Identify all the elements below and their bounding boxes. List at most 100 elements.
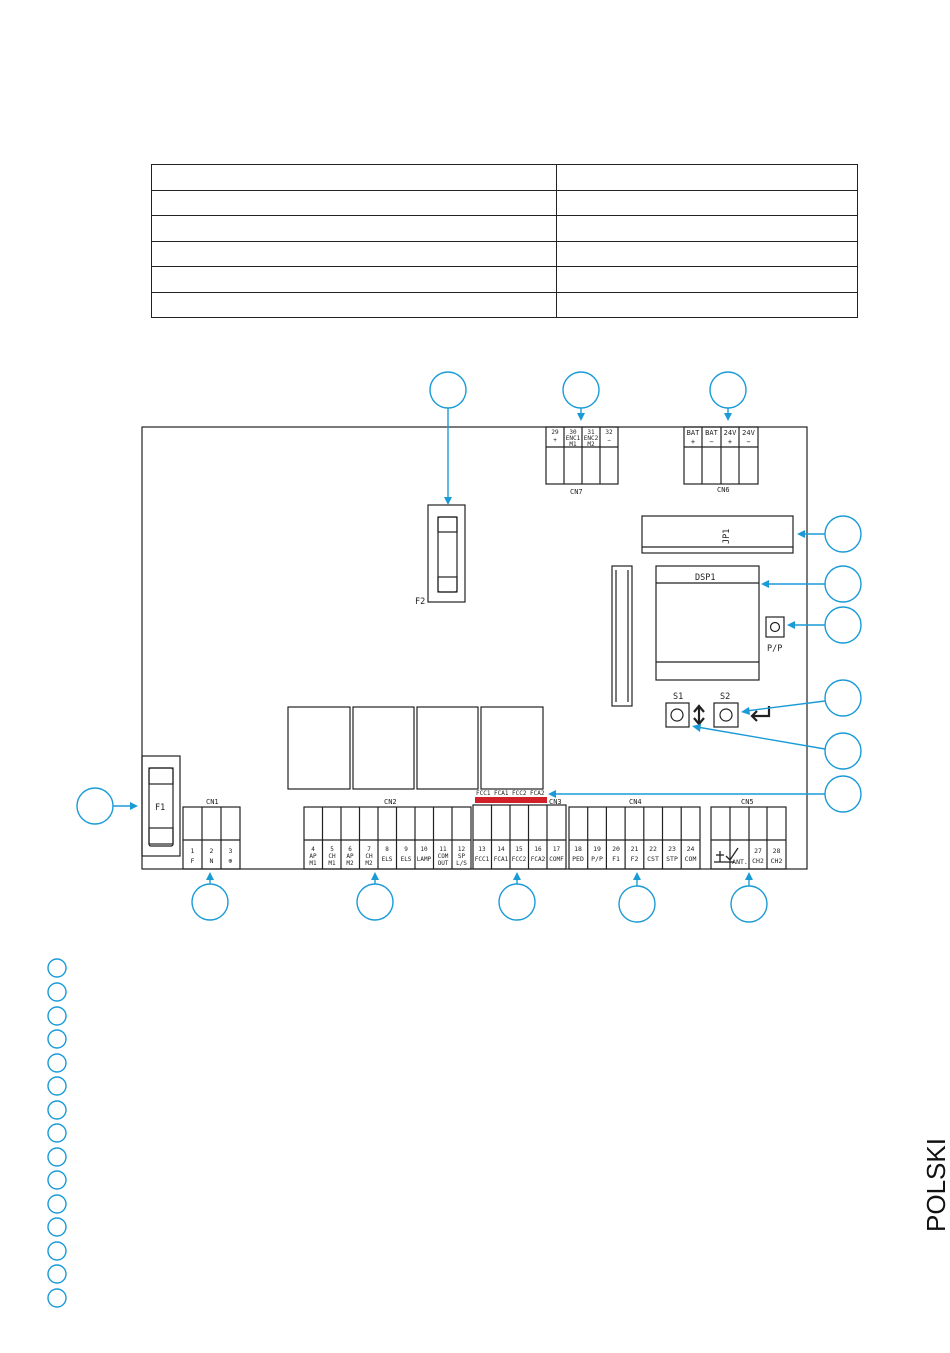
- arrow-head: [724, 413, 732, 421]
- pin-label: LAMP: [417, 856, 432, 863]
- cn5-label: CN5: [741, 798, 754, 806]
- button-s1: [665, 702, 690, 728]
- callout-circle: [824, 679, 862, 717]
- pin-number: 28: [773, 847, 781, 855]
- pin-number: 23: [668, 845, 676, 853]
- pin-number: 32: [605, 429, 613, 436]
- arrow-head: [797, 530, 805, 538]
- legend-circle: [47, 1288, 67, 1308]
- button-s2-label: S2: [720, 692, 730, 702]
- pin-label: ENC1: [566, 435, 581, 442]
- callout-leader: [696, 726, 826, 750]
- pin-label: AP: [309, 853, 317, 860]
- pin-label: COMF: [549, 856, 564, 863]
- pin-label: AP: [346, 853, 354, 860]
- pin-label: −: [746, 438, 750, 446]
- arrow-head: [548, 790, 556, 798]
- pin-label: L/S: [456, 860, 467, 867]
- arrow-head: [371, 872, 379, 880]
- cn4-label: CN4: [629, 798, 642, 806]
- legend-circle: [47, 958, 67, 978]
- pin-label: CH2: [771, 857, 783, 865]
- language-label: POLSKI: [921, 1138, 950, 1232]
- pin-label: M2: [365, 860, 373, 867]
- arrow-head: [761, 580, 769, 588]
- arrow-head: [577, 413, 585, 421]
- connector-cn6: [683, 426, 759, 485]
- pin-number: 14: [497, 846, 505, 853]
- pin-number: 10: [420, 846, 428, 853]
- pin-label: STP: [666, 855, 678, 863]
- pin-label: F: [191, 857, 195, 865]
- pin-number: 4: [311, 846, 315, 853]
- pin-label: PED: [572, 855, 584, 863]
- legend-circle: [47, 1053, 67, 1073]
- expansion-slot: [611, 565, 633, 707]
- legend-circle: [47, 1194, 67, 1214]
- callout-circle: [824, 775, 862, 813]
- pin-number: 1: [191, 847, 195, 855]
- pin-number: 3: [229, 847, 233, 855]
- arrow-head: [444, 497, 452, 505]
- legend-circle: [47, 1241, 67, 1261]
- pin-label: COM: [685, 855, 697, 863]
- pin-number: 5: [330, 846, 334, 853]
- button-s2: [713, 702, 739, 728]
- table-row: [151, 266, 858, 293]
- arrow-head: [130, 802, 138, 810]
- cn1-label: CN1: [206, 798, 219, 806]
- pin-label: −: [607, 437, 611, 444]
- pin-label: +: [553, 437, 557, 444]
- pin-label: M1: [328, 860, 336, 867]
- fuse-f2: [427, 504, 466, 603]
- pin-number: 30: [569, 429, 577, 436]
- display-label: DSP1: [695, 573, 715, 583]
- pin-label: FCA2: [531, 856, 546, 863]
- arrow-head: [745, 872, 753, 880]
- pin-number: 17: [553, 846, 561, 853]
- pin-number: 22: [649, 845, 657, 853]
- connector-cn7: [545, 426, 619, 485]
- pin-number: 18: [574, 845, 582, 853]
- connector-cn4: [568, 806, 701, 870]
- pin-label: FCA1: [494, 856, 509, 863]
- language-side-tab: POLSKI: [921, 1138, 950, 1232]
- cn3-top-label: FCA1: [494, 790, 509, 797]
- arrow-head: [513, 872, 521, 880]
- pin-label: CH: [365, 853, 373, 860]
- cn2-label: CN2: [384, 798, 397, 806]
- arrow-head: [741, 707, 750, 715]
- callout-circle: [562, 371, 600, 409]
- legend-circle: [47, 1029, 67, 1049]
- relay: [416, 706, 479, 790]
- pin-label: FCC1: [475, 856, 490, 863]
- table-row: [151, 215, 858, 242]
- callout-circle: [824, 515, 862, 553]
- pin-label: ⊕: [229, 857, 233, 865]
- cn3-top-label: FCA2: [530, 790, 545, 797]
- pin-number: 24: [687, 845, 695, 853]
- pin-number: 20: [612, 845, 620, 853]
- pin-label: CH2: [752, 857, 764, 865]
- pin-number: 11: [439, 846, 447, 853]
- pin-number: 15: [515, 846, 523, 853]
- pin-label: +: [691, 438, 695, 446]
- table-row: [151, 189, 858, 216]
- pin-number: BAT: [687, 429, 700, 437]
- fuse-f1: [141, 755, 181, 857]
- arrow-head: [206, 872, 214, 880]
- pin-label: OUT: [438, 860, 449, 867]
- callout-circle: [356, 883, 394, 921]
- callout-circle: [191, 883, 229, 921]
- pin-label: N: [210, 857, 214, 865]
- legend-circle: [47, 1170, 67, 1190]
- legend-circle: [47, 982, 67, 1002]
- arrow-head: [787, 621, 795, 629]
- callout-circle: [498, 883, 536, 921]
- pin-number: 13: [478, 846, 486, 853]
- connector-cn5: [710, 806, 787, 870]
- pin-label: P/P: [591, 855, 603, 863]
- pin-number: 2: [210, 847, 214, 855]
- table-row: [151, 164, 858, 191]
- callout-circle: [824, 732, 862, 770]
